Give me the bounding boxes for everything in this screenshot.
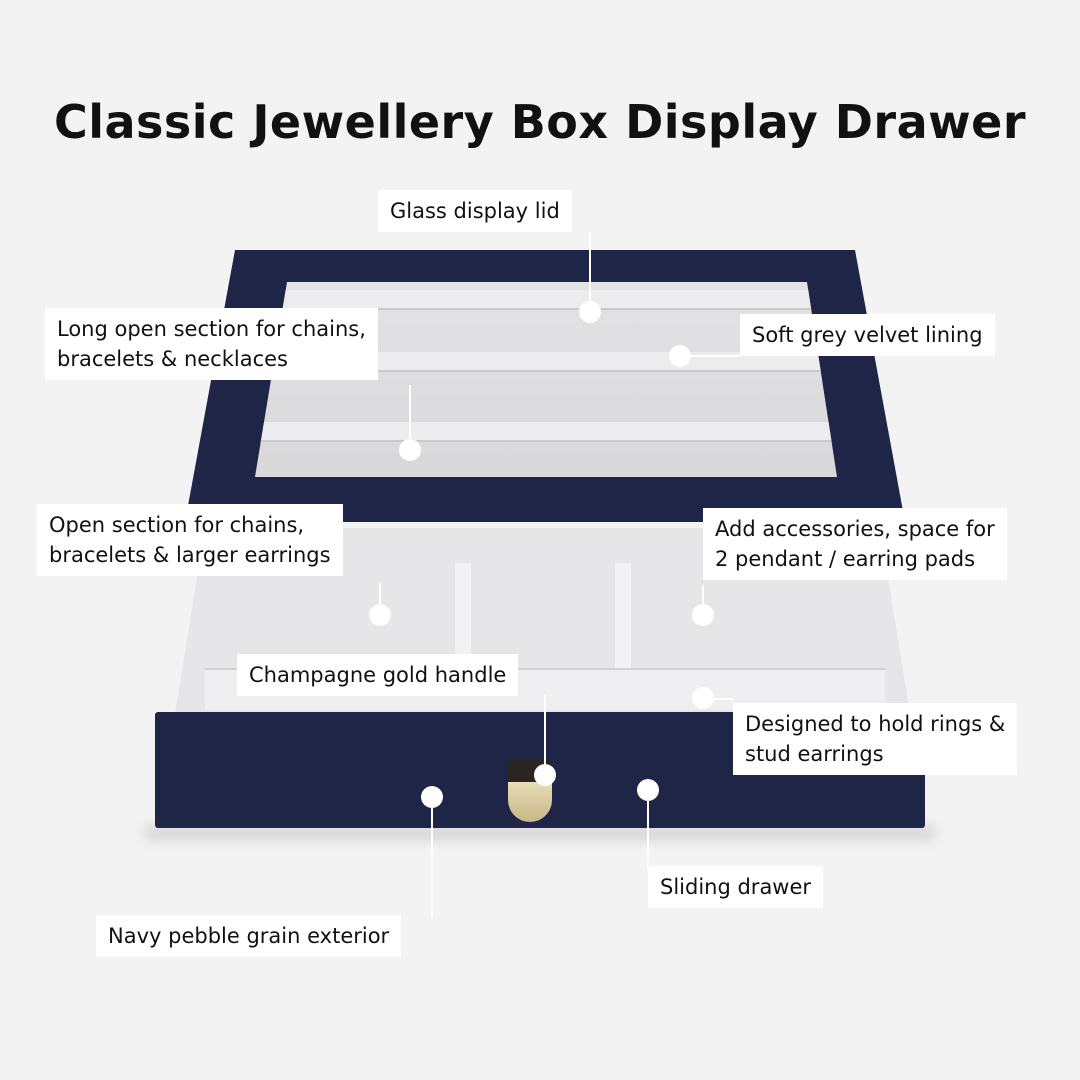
page-title: Classic Jewellery Box Display Drawer <box>53 95 1027 149</box>
callout-long-section: Long open section for chains, bracelets &… <box>45 308 378 380</box>
callout-text: Champagne gold handle <box>249 663 507 687</box>
callout-text: Sliding drawer <box>660 875 812 899</box>
hotspot-drawer <box>637 779 659 801</box>
hotspot-open-section <box>369 604 391 626</box>
hotspot-glass-lid <box>579 301 601 323</box>
hotspot-velvet <box>669 345 691 367</box>
hotspot-rings <box>692 687 714 709</box>
callout-text: bracelets & necklaces <box>57 347 288 371</box>
callout-text: Add accessories, space for <box>715 517 995 541</box>
hotspot-long-section <box>399 439 421 461</box>
callout-text: Soft grey velvet lining <box>752 323 983 347</box>
callout-text: Glass display lid <box>390 199 560 223</box>
callout-accessories: Add accessories, space for 2 pendant / ea… <box>703 508 1007 580</box>
callout-rings: Designed to hold rings & stud earrings <box>733 703 1018 775</box>
callout-glass-lid: Glass display lid <box>378 190 572 232</box>
callout-handle: Champagne gold handle <box>237 654 519 696</box>
callout-velvet: Soft grey velvet lining <box>740 314 995 356</box>
callout-open-section: Open section for chains, bracelets & larg… <box>37 504 343 576</box>
hotspot-exterior <box>421 786 443 808</box>
callout-text: stud earrings <box>745 742 884 766</box>
callout-exterior: Navy pebble grain exterior <box>96 915 402 957</box>
callout-text: 2 pendant / earring pads <box>715 547 976 571</box>
callout-text: Long open section for chains, <box>57 317 366 341</box>
hotspot-handle <box>534 764 556 786</box>
callout-text: Open section for chains, <box>49 513 305 537</box>
hotspot-accessories <box>692 604 714 626</box>
callout-drawer: Sliding drawer <box>648 866 824 908</box>
callout-text: bracelets & larger earrings <box>49 543 331 567</box>
callout-text: Designed to hold rings & <box>745 712 1006 736</box>
callout-text: Navy pebble grain exterior <box>108 924 390 948</box>
gold-handle[interactable] <box>508 782 552 822</box>
box-shadow <box>145 826 935 840</box>
